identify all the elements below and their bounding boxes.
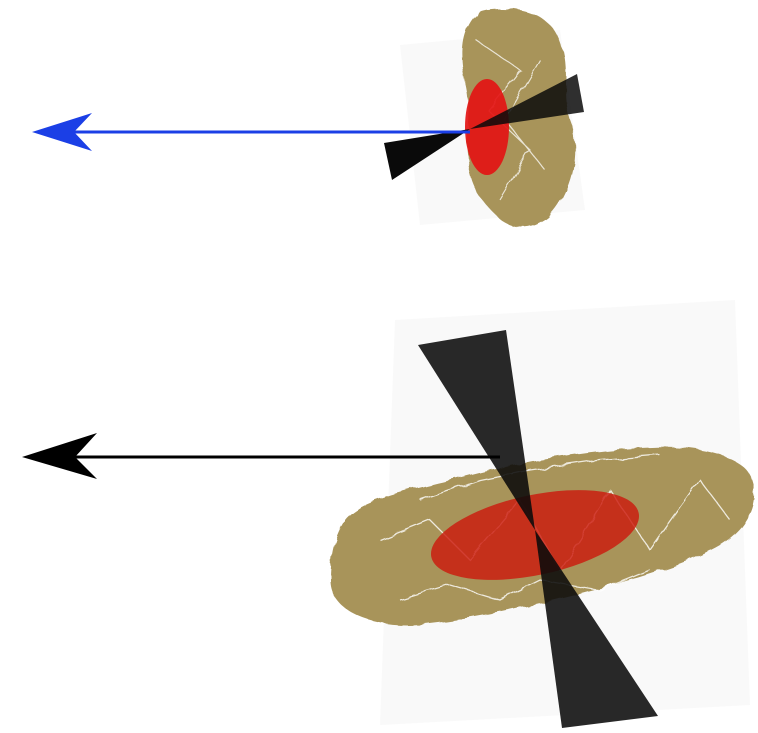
top-panel <box>32 8 585 227</box>
top-core-ellipse <box>465 79 509 175</box>
bottom-panel <box>22 300 754 728</box>
